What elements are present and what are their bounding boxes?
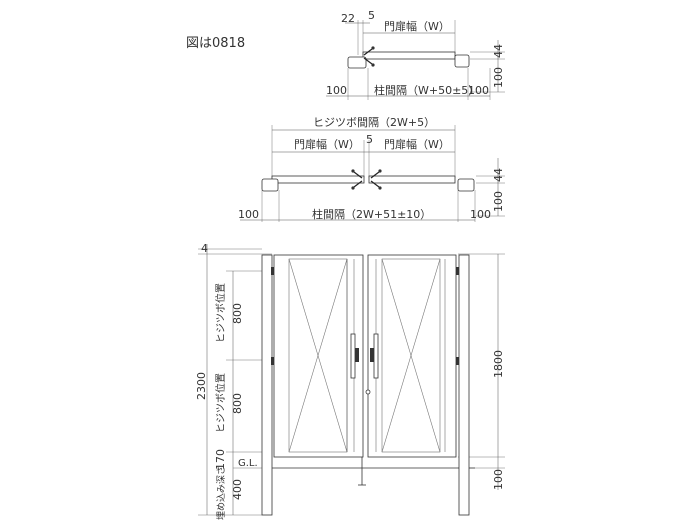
mid-door-panel-left [271, 175, 365, 184]
door-leaf-right-frame [381, 258, 441, 453]
top-gap-5: 5 [368, 9, 375, 22]
elev-embed-400: 400 [231, 479, 244, 500]
top-post-right [454, 54, 470, 68]
mid-latch-symbol [351, 169, 382, 190]
top-door-width: 門扉幅（W） [384, 20, 450, 33]
mid-door-panel-right [368, 175, 456, 184]
top-plan-view: 22 5 門扉幅（W） 44 100 100 柱間隔（W+50±5） 100 [326, 9, 505, 100]
mid-post-right-dim: 100 [470, 208, 491, 221]
elev-hinge-800-2: 800 [231, 393, 244, 414]
elev-bottom-170: 170 [214, 449, 227, 470]
elev-embed-label: 埋め込み深さ [216, 466, 227, 520]
figure-id: 図は0818 [186, 36, 245, 51]
elev-right-100: 100 [492, 469, 505, 490]
middle-plan-view: ヒジツボ間隔（2W+5） 5 門扉幅（W） 門扉幅（W） 44 100 [238, 116, 505, 222]
elev-hinge-800-1: 800 [231, 303, 244, 324]
mid-post-left [261, 178, 279, 192]
mid-post-left-dim: 100 [238, 208, 259, 221]
mid-depth-100: 100 [492, 191, 505, 212]
elev-post-right [458, 254, 470, 516]
mid-post-right [457, 178, 475, 192]
mid-door-width-right: 門扉幅（W） [384, 138, 450, 151]
handle-left-grip [355, 348, 359, 362]
mid-hinge-spacing: ヒジツボ間隔（2W+5） [313, 116, 435, 129]
elev-height-1800: 1800 [492, 350, 505, 378]
top-gap-22: 22 [341, 12, 355, 25]
top-post-right-dim: 100 [468, 84, 489, 97]
top-door-panel [362, 51, 456, 60]
top-post-left-dim: 100 [326, 84, 347, 97]
hinge-mid-left [271, 357, 275, 365]
mid-door-width-left: 門扉幅（W） [294, 138, 360, 151]
top-depth-100: 100 [492, 67, 505, 88]
top-post-left [347, 56, 367, 69]
door-leaf-left [273, 254, 364, 458]
top-latch-symbol [363, 46, 375, 67]
mid-depth-44: 44 [492, 168, 505, 182]
elev-top-4: 4 [201, 242, 208, 255]
elev-hinge-label-1: ヒジツボ位置 [214, 283, 227, 343]
elev-total-2300: 2300 [195, 372, 208, 400]
mid-post-spacing: 柱間隔（2W+51±10） [312, 207, 431, 221]
top-post-spacing: 柱間隔（W+50±5） [374, 83, 479, 97]
top-depth-44: 44 [492, 44, 505, 58]
elev-post-left [261, 254, 273, 516]
elevation-view: 4 2300 ヒジツボ位置 800 ヒジツボ位置 800 170 G.L. 埋め… [195, 242, 505, 520]
hinge-mid-right [455, 357, 459, 365]
hinge-top-left [271, 267, 275, 275]
keyhole [365, 389, 371, 395]
door-leaf-right [367, 254, 457, 458]
elev-hinge-label-2: ヒジツボ位置 [214, 373, 227, 433]
mid-center-gap: 5 [366, 133, 373, 146]
handle-right [373, 333, 379, 379]
hinge-top-right [455, 267, 459, 275]
handle-left [350, 333, 356, 379]
handle-right-grip [370, 348, 374, 362]
elev-ground-label: G.L. [238, 458, 258, 469]
